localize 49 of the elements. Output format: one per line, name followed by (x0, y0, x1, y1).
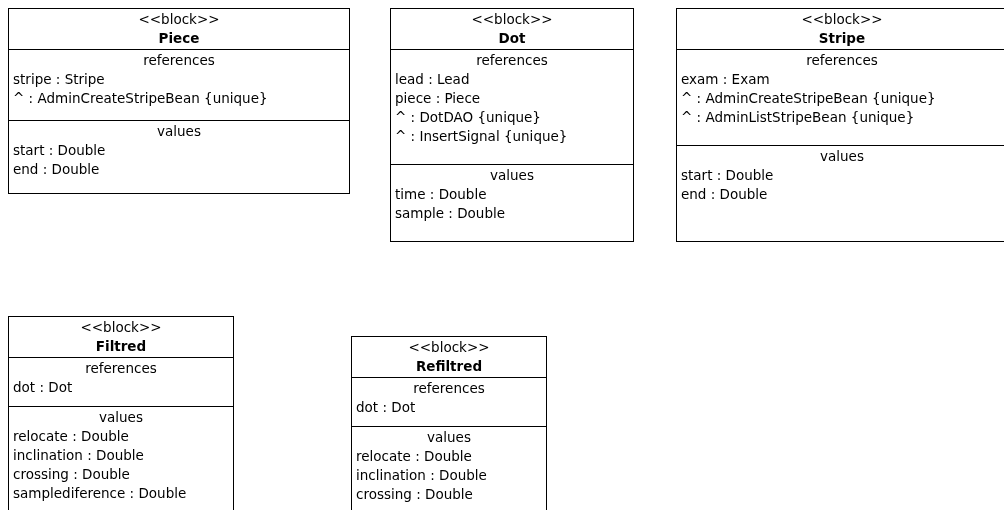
property-text: start : Double (681, 166, 774, 185)
compartment-heading: values (99, 408, 143, 427)
property-text: start : Double (13, 141, 106, 160)
compartment-heading: values (490, 166, 534, 185)
stereotype-text: <<block>> (801, 10, 883, 29)
property-text: crossing : Double (356, 485, 473, 504)
property-text: ^ : AdminListStripeBean {unique} (681, 108, 915, 127)
block-box (676, 8, 1004, 242)
compartment-heading: references (413, 379, 485, 398)
compartment-heading: references (85, 359, 157, 378)
property-text: end : Double (681, 185, 768, 204)
property-text: ^ : DotDAO {unique} (395, 108, 541, 127)
compartment-heading: references (476, 51, 548, 70)
property-text: end : Double (13, 160, 100, 179)
block-box (8, 8, 350, 194)
block-name: Filtred (95, 337, 147, 356)
property-text: relocate : Double (13, 427, 129, 446)
stereotype-text: <<block>> (80, 318, 162, 337)
compartment-heading: values (157, 122, 201, 141)
property-text: relocate : Double (356, 447, 472, 466)
block-box (390, 8, 634, 242)
property-text: stripe : Stripe (13, 70, 105, 89)
property-text: ^ : AdminCreateStripeBean {unique} (681, 89, 936, 108)
property-text: dot : Dot (356, 398, 416, 417)
block-box (8, 316, 234, 510)
property-text: lead : Lead (395, 70, 470, 89)
block-name: Stripe (818, 29, 866, 48)
property-text: inclination : Double (13, 446, 144, 465)
compartment-heading: values (820, 147, 864, 166)
property-text: dot : Dot (13, 378, 73, 397)
compartment-heading: references (143, 51, 215, 70)
block-name: Refiltred (415, 357, 483, 376)
block-name: Piece (158, 29, 200, 48)
property-text: inclination : Double (356, 466, 487, 485)
stereotype-text: <<block>> (471, 10, 553, 29)
compartment-heading: values (427, 428, 471, 447)
property-text: crossing : Double (13, 465, 130, 484)
stereotype-text: <<block>> (408, 338, 490, 357)
property-text: piece : Piece (395, 89, 481, 108)
compartment-heading: references (806, 51, 878, 70)
property-text: ^ : AdminCreateStripeBean {unique} (13, 89, 268, 108)
property-text: time : Double (395, 185, 487, 204)
property-text: ^ : InsertSignal {unique} (395, 127, 568, 146)
property-text: sample : Double (395, 204, 506, 223)
block-box (351, 336, 547, 510)
property-text: samplediference : Double (13, 484, 187, 503)
stereotype-text: <<block>> (138, 10, 220, 29)
block-name: Dot (498, 29, 526, 48)
property-text: exam : Exam (681, 70, 770, 89)
